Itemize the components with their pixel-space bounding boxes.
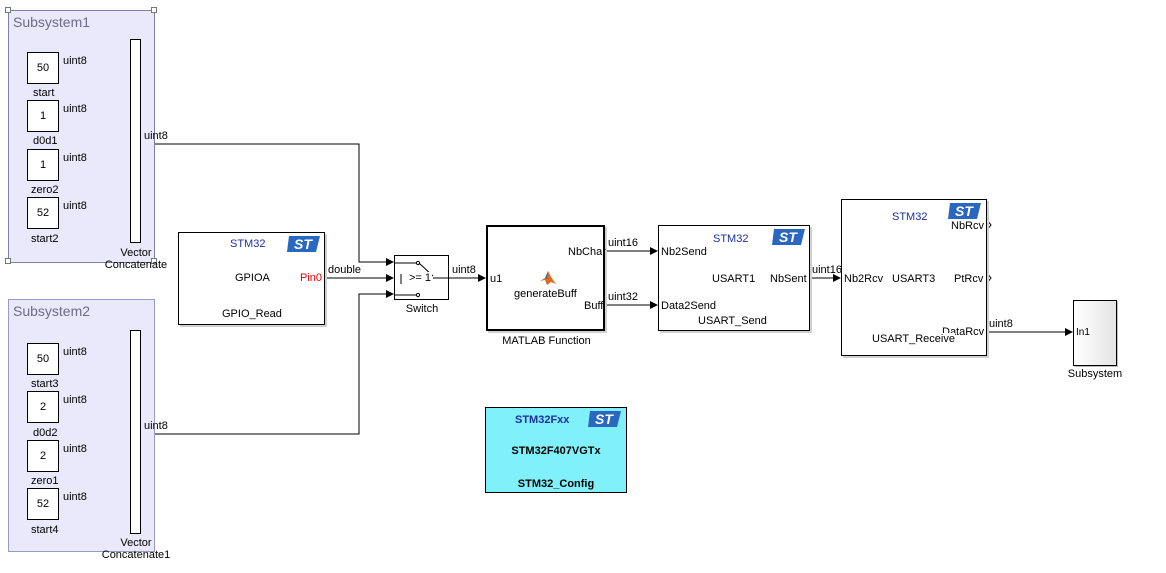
constant-value: 50 [36, 62, 50, 74]
constant-block-start4[interactable]: 52 [27, 488, 59, 520]
block-name: USART_Receive [872, 333, 955, 345]
output-port-label: NbRcv [951, 220, 985, 232]
stm32-header: STM32 [713, 233, 749, 245]
input-port-label: In1 [1076, 327, 1090, 338]
block-name: Subsystem [1067, 368, 1123, 380]
svg-text:ST: ST [779, 229, 798, 245]
mcu-name: STM32F407VGTx [511, 445, 601, 457]
constant-name: start3 [31, 378, 59, 390]
signal-type-label: uint8 [63, 394, 87, 406]
signal-type-label: uint8 [989, 318, 1013, 330]
svg-text:ST: ST [294, 236, 313, 252]
signal-type-label: uint8 [144, 130, 168, 142]
signal-type-label: uint8 [63, 103, 87, 115]
vector-concatenate-block[interactable] [130, 39, 141, 243]
vector-concatenate1-block[interactable] [130, 330, 141, 534]
signal-type-label: uint8 [63, 200, 87, 212]
constant-block-start2[interactable]: 52 [27, 197, 59, 229]
subsystem-block[interactable]: In1 [1073, 300, 1117, 366]
st-logo-icon: ST [588, 411, 621, 427]
mcu-family: STM32Fxx [515, 414, 570, 426]
constant-block-zero1[interactable]: 2 [27, 440, 59, 472]
signal-type-label: uint16 [812, 264, 842, 276]
constant-value: 2 [39, 401, 47, 413]
signal-type-label: uint8 [144, 420, 168, 432]
block-name: USART_Send [698, 315, 767, 327]
selection-handle[interactable] [151, 7, 157, 13]
subsystem1-title: Subsystem1 [13, 14, 91, 30]
signal-type-label: uint8 [63, 491, 87, 503]
gpio-pin-port: Pin0 [300, 272, 323, 284]
constant-name: start4 [31, 524, 59, 536]
block-name-line1: Vector [120, 247, 152, 259]
block-name: STM32_Config [517, 478, 595, 490]
block-name-line1: Vector [120, 537, 152, 549]
usart-label: USART3 [892, 273, 936, 285]
constant-value: 2 [39, 450, 47, 462]
constant-block-d0d2[interactable]: 2 [27, 391, 59, 423]
st-logo-icon: ST [948, 203, 981, 219]
signal-type-label: double [328, 264, 362, 276]
signal-type-label: uint8 [452, 264, 476, 276]
usart-send-block[interactable]: STM32 ST Nb2Send USART1 NbSent Data2Send… [658, 225, 810, 331]
st-logo-icon: ST [287, 236, 320, 252]
constant-name: zero1 [31, 475, 59, 487]
block-name: MATLAB Function [502, 335, 591, 347]
signal-type-label: uint8 [63, 55, 87, 67]
output-port-label: NbSent [770, 273, 807, 285]
output-port-label: NbChar [568, 246, 606, 258]
stm32-header: STM32 [892, 211, 928, 223]
block-name-line2: Concatenate [104, 259, 168, 271]
signal-type-label: uint8 [63, 443, 87, 455]
constant-value: 52 [36, 498, 50, 510]
gpio-read-block[interactable]: STM32 ST GPIOA Pin0 GPIO_Read [178, 232, 325, 325]
signal-type-label: uint8 [63, 346, 87, 358]
usart-receive-block[interactable]: STM32 ST NbRcv Nb2Rcv USART3 PtRcv DataR… [841, 199, 987, 356]
constant-value: 1 [39, 110, 47, 122]
constant-block-d0d1[interactable]: 1 [27, 100, 59, 132]
switch-icon [395, 260, 450, 298]
signal-type-label: uint16 [608, 237, 638, 249]
input-port-label: u1 [490, 273, 503, 285]
signal-type-label: uint32 [608, 291, 638, 303]
selection-handle[interactable] [5, 258, 11, 264]
constant-name: d0d1 [33, 135, 58, 147]
switch-criterion: >= 1 [408, 272, 433, 284]
subsystem2-title: Subsystem2 [13, 303, 91, 319]
constant-value: 50 [36, 353, 50, 365]
constant-name: start [33, 87, 55, 99]
selection-handle[interactable] [5, 7, 11, 13]
input-port-label: Nb2Rcv [844, 273, 884, 285]
signal-type-label: uint8 [63, 152, 87, 164]
svg-text:ST: ST [955, 203, 974, 219]
switch-block[interactable]: >= 1 [394, 255, 450, 300]
constant-block-start3[interactable]: 50 [27, 343, 59, 375]
matlab-function-block[interactable]: u1 NbChar Buff generateBuff [486, 225, 606, 331]
matlab-logo-icon [540, 271, 556, 285]
constant-name: d0d2 [33, 427, 58, 439]
svg-text:ST: ST [595, 411, 614, 427]
st-logo-icon: ST [772, 229, 805, 245]
function-name: generateBuff [514, 288, 577, 300]
input-port-label: Data2Send [661, 300, 717, 312]
stm32-header: STM32 [230, 238, 266, 250]
output-port-label: Buff [584, 300, 604, 312]
constant-block-start[interactable]: 50 [27, 52, 59, 84]
stm32-config-block[interactable]: STM32Fxx ST STM32F407VGTx STM32_Config [485, 407, 627, 493]
constant-name: start2 [31, 233, 59, 245]
constant-value: 52 [36, 207, 50, 219]
usart-label: USART1 [712, 273, 756, 285]
constant-value: 1 [39, 159, 47, 171]
gpio-port-label: GPIOA [235, 272, 270, 284]
block-name: Switch [405, 303, 439, 315]
constant-block-zero2[interactable]: 1 [27, 149, 59, 181]
output-port-label: PtRcv [954, 273, 984, 285]
input-port-label: Nb2Send [661, 246, 707, 258]
constant-name: zero2 [31, 184, 59, 196]
selection-handle[interactable] [151, 258, 157, 264]
block-name-line2: Concatenate1 [101, 549, 171, 561]
block-name: GPIO_Read [222, 308, 282, 320]
